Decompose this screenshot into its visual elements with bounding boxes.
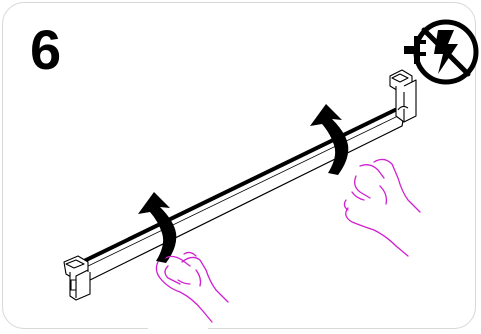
rotate-arrow-icon-left xyxy=(138,192,177,263)
rotate-arrow-icon-right xyxy=(310,104,349,175)
right-lamp-holder xyxy=(389,69,417,123)
left-lamp-holder xyxy=(63,255,91,301)
hand-icon-left xyxy=(155,251,229,323)
panel-notch xyxy=(148,323,208,333)
fluorescent-tube xyxy=(76,108,404,283)
step-number: 6 xyxy=(30,18,62,81)
hand-icon-right xyxy=(343,158,421,257)
no-power-plug-icon xyxy=(404,19,479,85)
